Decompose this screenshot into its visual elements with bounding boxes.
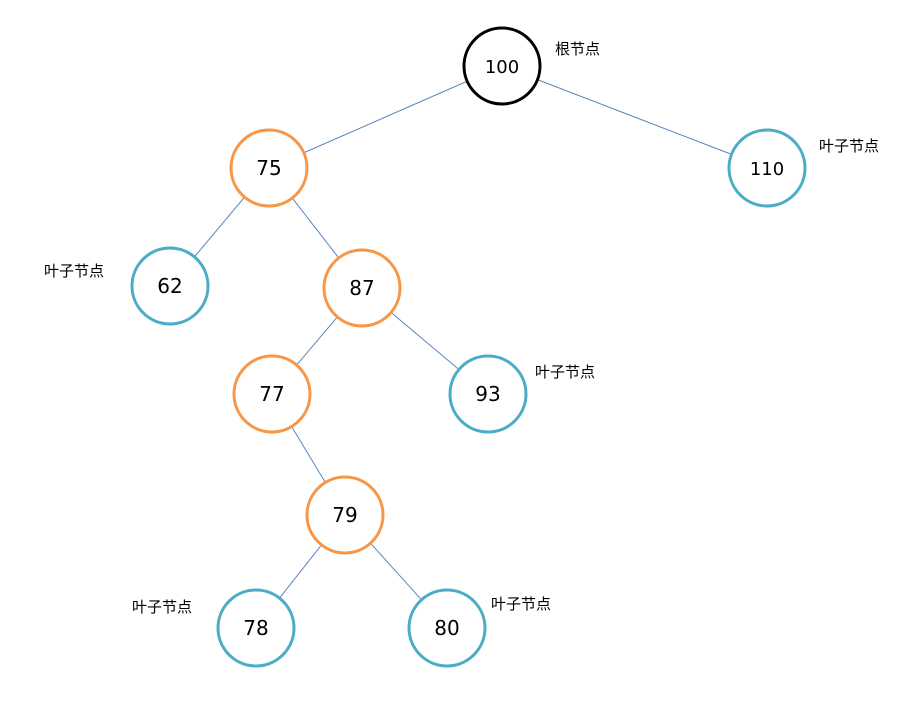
- edge-n87-n93: [391, 312, 459, 370]
- node-value: 75: [256, 156, 281, 180]
- tree-node-77: 77: [232, 354, 312, 434]
- leaf-label-62: 叶子节点: [44, 262, 105, 280]
- node-value: 79: [332, 503, 357, 527]
- leaf-node-circle: [216, 588, 296, 668]
- leaf-node-circle: [727, 128, 807, 208]
- node-value: 77: [259, 382, 284, 406]
- tree-node-110: 110: [727, 128, 807, 208]
- edge-n79-n78: [279, 545, 322, 598]
- internal-node-circle: [232, 354, 312, 434]
- leaf-label-93: 叶子节点: [535, 363, 596, 381]
- tree-node-93: 93: [448, 354, 528, 434]
- root-label: 根节点: [555, 40, 601, 58]
- leaf-label-110: 叶子节点: [819, 137, 880, 155]
- edge-n77-n79: [291, 427, 326, 482]
- internal-node-circle: [322, 248, 402, 328]
- tree-node-100: 100: [462, 26, 542, 106]
- node-value: 100: [485, 57, 519, 78]
- leaf-node-circle: [448, 354, 528, 434]
- node-value: 62: [157, 274, 182, 298]
- node-value: 110: [750, 159, 784, 180]
- edge-n100-n110: [538, 79, 731, 155]
- tree-node-62: 62: [130, 246, 210, 326]
- edge-n75-n62: [194, 197, 245, 257]
- node-value: 78: [243, 616, 268, 640]
- tree-node-79: 79: [305, 475, 385, 555]
- tree-node-87: 87: [322, 248, 402, 328]
- internal-node-circle: [229, 128, 309, 208]
- tree-node-75: 75: [229, 128, 309, 208]
- leaf-label-78: 叶子节点: [132, 598, 193, 616]
- edge-n100-n75: [304, 81, 467, 153]
- node-value: 87: [349, 276, 374, 300]
- tree-node-80: 80: [407, 588, 487, 668]
- leaf-node-circle: [407, 588, 487, 668]
- edge-n87-n77: [296, 317, 338, 365]
- node-value: 93: [475, 382, 500, 406]
- root-node-circle: [462, 26, 542, 106]
- internal-node-circle: [305, 475, 385, 555]
- edge-n79-n80: [370, 543, 422, 600]
- leaf-node-circle: [130, 246, 210, 326]
- tree-node-78: 78: [216, 588, 296, 668]
- node-value: 80: [434, 616, 459, 640]
- leaf-label-80: 叶子节点: [491, 595, 552, 613]
- edge-n75-n87: [292, 198, 339, 258]
